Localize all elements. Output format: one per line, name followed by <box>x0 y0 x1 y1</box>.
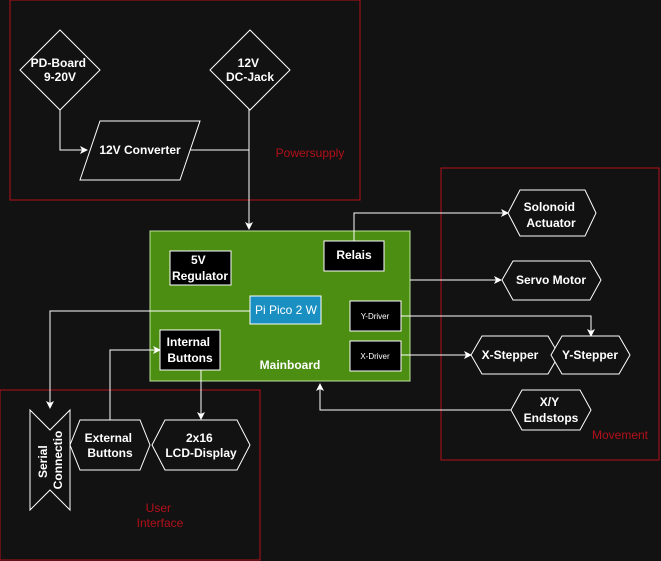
converter-node[interactable] <box>79 120 201 181</box>
serial-connector-node[interactable] <box>29 408 71 512</box>
external-buttons-label: External Buttons <box>85 431 136 460</box>
lcd-node[interactable] <box>151 419 251 471</box>
powersupply-group <box>9 0 361 201</box>
internal-buttons-label-line-2: Buttons <box>167 351 213 365</box>
external-buttons-node[interactable] <box>69 419 151 471</box>
mainboard-label: Mainboard <box>260 358 321 372</box>
y-stepper-label: Y-Stepper <box>562 348 618 362</box>
edge-pd-board-to-converter <box>59 100 88 154</box>
endstops-node[interactable] <box>510 389 592 431</box>
pd-board-label: PD-Board 9-20V <box>31 56 90 84</box>
internal-buttons-label: Internal Buttons <box>167 335 214 365</box>
regulator-box[interactable] <box>169 250 232 286</box>
user-interface-label-line-1: User <box>146 501 171 515</box>
pd-board-label-line-2: 9-20V <box>44 70 76 84</box>
regulator-label: 5V Regulator <box>172 253 228 283</box>
pd-board-label-line-1: PD-Board <box>31 56 86 70</box>
converter-label: 12V Converter <box>99 143 181 157</box>
regulator-label-line-2: Regulator <box>172 269 228 283</box>
powersupply-label: Powersupply <box>276 146 345 160</box>
external-buttons-label-line-1: External <box>85 431 132 445</box>
lcd-label: 2x16 LCD-Display <box>165 431 237 460</box>
edge-y-driver-to-y-stepper <box>401 315 595 337</box>
solonoid-label-line-1: Solonoid <box>524 200 575 214</box>
x-stepper-label: X-Stepper <box>482 348 539 362</box>
movement-group <box>440 167 660 461</box>
endstops-label-line-2: Endstops <box>524 411 579 425</box>
external-buttons-label-line-2: Buttons <box>87 446 133 460</box>
pd-board-node[interactable] <box>19 29 101 111</box>
relais-label: Relais <box>336 248 372 262</box>
endstops-label: X/Y Endstops <box>524 395 579 425</box>
serial-connector-label-line-1: Serial <box>36 445 50 478</box>
edge-relais-to-solonoid <box>353 209 509 241</box>
dc-jack-label-line-2: DC-Jack <box>226 70 274 84</box>
solonoid-label-line-2: Actuator <box>526 216 576 230</box>
user-interface-label: User Interface <box>137 501 184 530</box>
edge-external-to-internal-buttons <box>109 346 161 420</box>
y-driver-box[interactable] <box>349 300 402 332</box>
endstops-label-line-1: X/Y <box>540 395 559 409</box>
servo-label: Servo Motor <box>516 273 586 287</box>
internal-buttons-label-line-1: Internal <box>167 335 210 349</box>
pi-pico-label: Pi Pico 2 W <box>255 303 318 317</box>
user-interface-group <box>0 389 261 561</box>
serial-connector-label-line-2: Connectio <box>51 431 65 490</box>
pi-pico-box[interactable] <box>249 295 322 325</box>
x-stepper-node[interactable] <box>470 335 560 375</box>
serial-connector-label: Serial Connectio <box>36 431 65 490</box>
internal-buttons-box[interactable] <box>159 329 221 371</box>
solonoid-label: Solonoid Actuator <box>524 200 579 230</box>
y-driver-label: Y-Driver <box>361 312 390 321</box>
y-stepper-node[interactable] <box>550 335 631 375</box>
user-interface-label-line-2: Interface <box>137 516 184 530</box>
movement-label: Movement <box>592 428 649 442</box>
lcd-label-line-2: LCD-Display <box>165 446 237 460</box>
relais-box[interactable] <box>323 240 385 272</box>
edge-pico-to-serial <box>46 310 250 409</box>
servo-node[interactable] <box>501 260 602 301</box>
solonoid-node[interactable] <box>507 189 597 237</box>
x-driver-label: X-Driver <box>360 352 390 361</box>
regulator-label-line-1: 5V <box>191 253 206 267</box>
dc-jack-node[interactable] <box>209 29 291 111</box>
lcd-label-line-1: 2x16 <box>186 431 213 445</box>
x-driver-box[interactable] <box>349 340 402 372</box>
dc-jack-label: 12V DC-Jack <box>226 56 274 84</box>
edge-endstops-to-mainboard <box>316 383 511 411</box>
dc-jack-label-line-1: 12V <box>238 56 259 70</box>
